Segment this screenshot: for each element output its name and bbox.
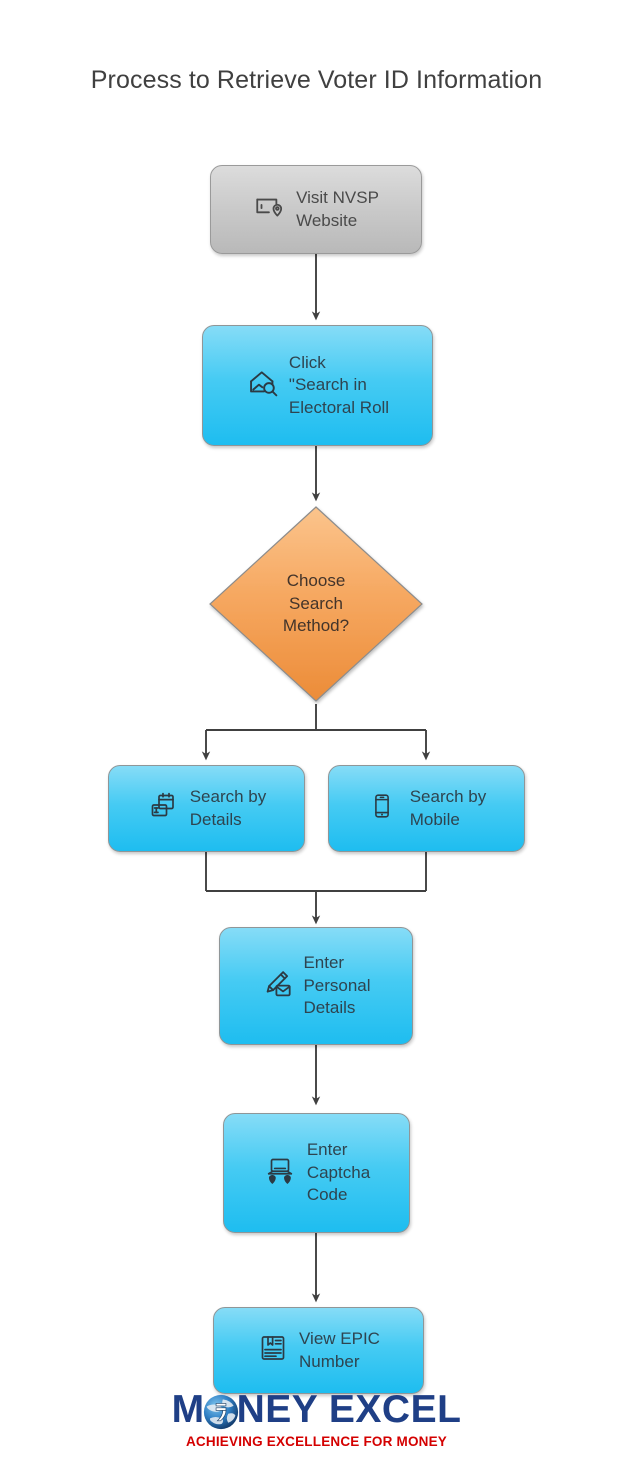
decision-diamond-shape (209, 506, 423, 702)
image-search-icon (246, 365, 282, 406)
brand-logo-wordmark: M (172, 1390, 462, 1429)
id-document-icon (257, 1332, 289, 1369)
node-enter-captcha-code-label: Enter Captcha Code (306, 1140, 371, 1205)
brand-logo-text: NEY EXCEL (236, 1388, 462, 1431)
node-view-epic-number[interactable]: View EPIC Number (213, 1307, 424, 1394)
mobile-phone-icon (367, 791, 397, 826)
node-enter-personal-details[interactable]: Enter Personal Details (219, 927, 413, 1045)
node-search-by-details[interactable]: Search by Details (108, 765, 305, 852)
node-search-by-details-label: Search by Details (189, 787, 267, 829)
node-enter-personal-details-label: Enter Personal Details (303, 953, 371, 1018)
brand-logo: M (0, 1390, 633, 1449)
node-search-by-mobile[interactable]: Search by Mobile (328, 765, 525, 852)
node-click-search-electoral-roll[interactable]: Click "Search in Electoral Roll (202, 325, 433, 446)
brand-logo-tagline: ACHIEVING EXCELLENCE FOR MONEY (185, 1434, 448, 1449)
pencil-envelope-icon (261, 967, 295, 1006)
node-view-epic-number-label: View EPIC Number (299, 1329, 380, 1371)
node-choose-search-method-label: Choose Search Method? (282, 570, 350, 636)
form-calendar-icon (147, 790, 179, 827)
page-title: Process to Retrieve Voter ID Information (90, 66, 543, 94)
node-enter-captcha-code[interactable]: Enter Captcha Code (223, 1113, 410, 1233)
node-choose-search-method[interactable]: Choose Search Method? (208, 505, 424, 703)
globe-rupee-icon (203, 1394, 239, 1430)
node-visit-nvsp-website-label: Visit NVSP Website (296, 188, 379, 230)
laptop-captcha-icon (263, 1154, 297, 1193)
node-click-search-electoral-roll-label: Click "Search in Electoral Roll (288, 352, 390, 417)
brand-logo-letter-m: M (171, 1388, 205, 1431)
node-visit-nvsp-website[interactable]: Visit NVSP Website (210, 165, 422, 254)
browser-location-icon (253, 190, 287, 229)
node-search-by-mobile-label: Search by Mobile (409, 787, 487, 829)
